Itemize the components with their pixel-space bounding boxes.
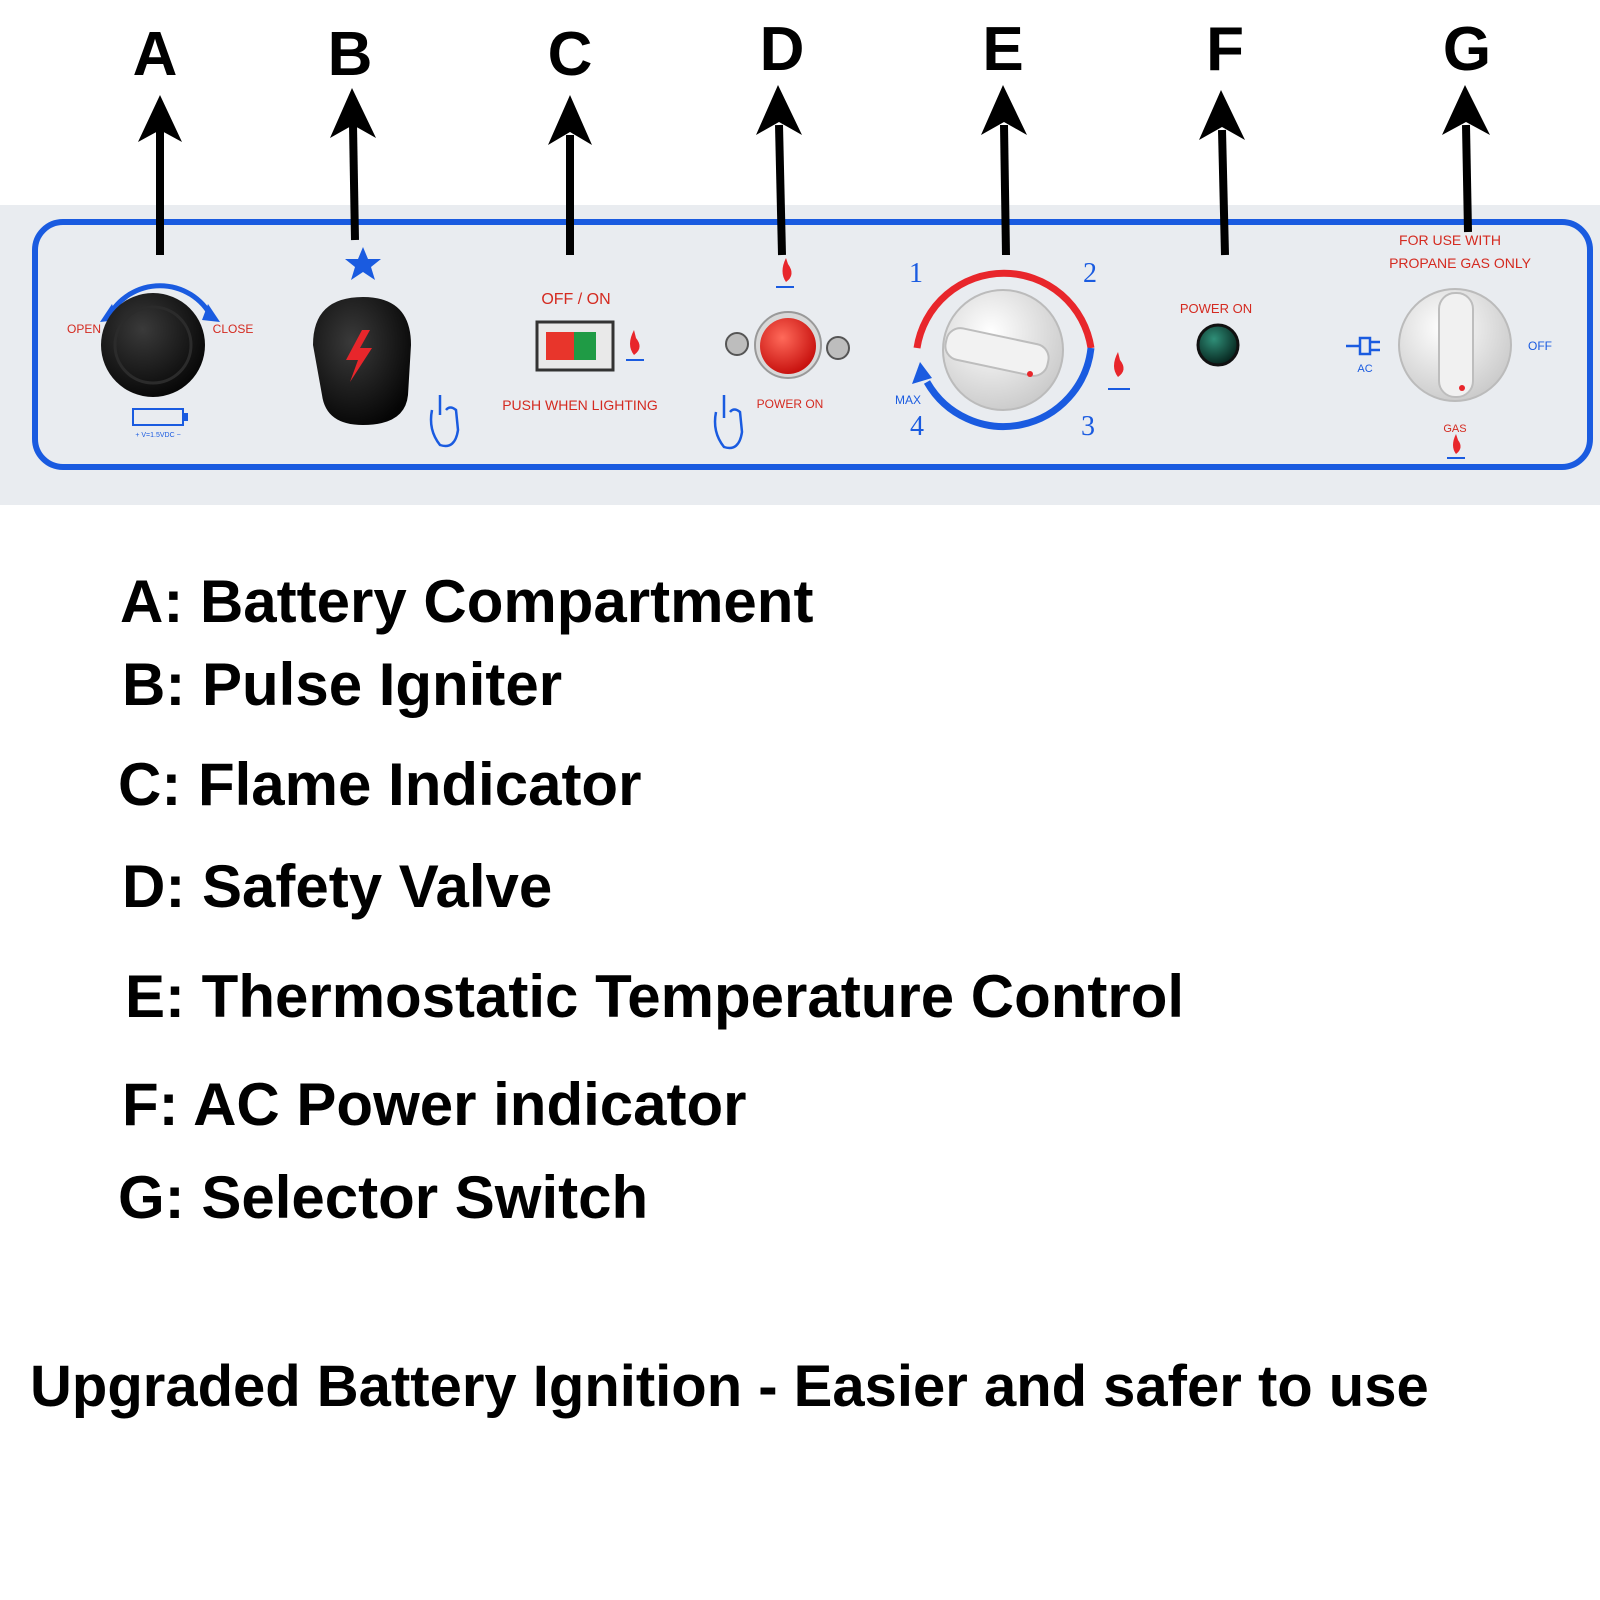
arrow-g: [1442, 85, 1490, 233]
dial-mark-1: 1: [909, 258, 923, 289]
battery-cap-knob[interactable]: [101, 293, 205, 397]
arrow-e: [981, 85, 1027, 256]
panel-border: [32, 219, 1593, 470]
flame-icon: [1114, 352, 1124, 377]
push-when-lighting-label: PUSH WHEN LIGHTING: [502, 397, 658, 413]
pulse-igniter: [313, 247, 460, 448]
close-label: CLOSE: [213, 322, 254, 336]
callout-d: D: [760, 15, 805, 84]
flame-icon: [782, 258, 792, 282]
callout-b: B: [328, 20, 373, 89]
legend-item-e: E: Thermostatic Temperature Control: [125, 963, 1185, 1030]
callout-e: E: [982, 15, 1023, 84]
arrow-f: [1199, 90, 1245, 256]
arrow-b: [330, 88, 376, 241]
screw-right: [826, 336, 850, 360]
dial-mark-4: 4: [910, 411, 924, 442]
spark-icon: [346, 330, 372, 382]
star-icon: [345, 247, 381, 280]
thermostat-dial: 1 2 3 4 MAX: [895, 258, 1130, 442]
ac-power-indicator: POWER ON: [1180, 301, 1252, 367]
safety-valve: POWER ON: [713, 258, 850, 450]
hand-icon: [429, 395, 460, 448]
propane-warning-line1: FOR USE WITH: [1399, 232, 1501, 248]
flame-icon: [630, 330, 640, 355]
dial-mark-3: 3: [1081, 411, 1095, 442]
off-on-label: OFF / ON: [541, 291, 610, 308]
dial-arc-red: [913, 269, 1095, 349]
off-label: OFF: [1528, 339, 1552, 353]
safety-valve-button[interactable]: [760, 318, 816, 374]
battery-compartment: OPEN CLOSE + V=1.5VDC −: [67, 283, 254, 439]
ac-label: AC: [1357, 363, 1372, 375]
selector-switch: FOR USE WITH PROPANE GAS ONLY AC OFF GAS: [1346, 232, 1552, 459]
indicator-power-on-label: POWER ON: [1180, 301, 1252, 316]
plug-icon: [1346, 336, 1380, 356]
legend-item-c: C: Flame Indicator: [118, 751, 642, 818]
arrow-a: [138, 95, 182, 255]
open-label: OPEN: [67, 322, 101, 336]
valve-power-on-label: POWER ON: [757, 397, 824, 411]
legend-item-f: F: AC Power indicator: [122, 1071, 747, 1138]
legend-item-d: D: Safety Valve: [122, 853, 553, 920]
arrow-c: [548, 95, 592, 255]
legend-item-b: B: Pulse Igniter: [122, 651, 563, 718]
dial-mark-2: 2: [1083, 258, 1097, 289]
legend-item-g: G: Selector Switch: [118, 1164, 649, 1231]
callout-g: G: [1443, 15, 1491, 84]
callout-f: F: [1206, 15, 1244, 84]
battery-voltage-label: + V=1.5VDC −: [135, 432, 180, 439]
callout-a: A: [133, 20, 178, 89]
control-panel-diagram: A B C D E F G: [0, 15, 1600, 505]
gas-label: GAS: [1443, 423, 1466, 435]
tagline: Upgraded Battery Ignition - Easier and s…: [30, 1354, 1429, 1419]
dial-arc-blue: [923, 347, 1095, 431]
arrow-d: [756, 85, 802, 256]
hand-icon: [713, 395, 744, 450]
dial-max-label: MAX: [895, 393, 921, 407]
legend-item-a: A: Battery Compartment: [120, 568, 814, 635]
callout-c: C: [548, 20, 593, 89]
propane-warning-line2: PROPANE GAS ONLY: [1389, 255, 1532, 271]
flame-icon: [1453, 434, 1461, 454]
power-led: [1196, 323, 1240, 367]
flame-indicator: OFF / ON PUSH WHEN LIGHTING: [502, 291, 658, 413]
screw-left: [725, 332, 749, 356]
